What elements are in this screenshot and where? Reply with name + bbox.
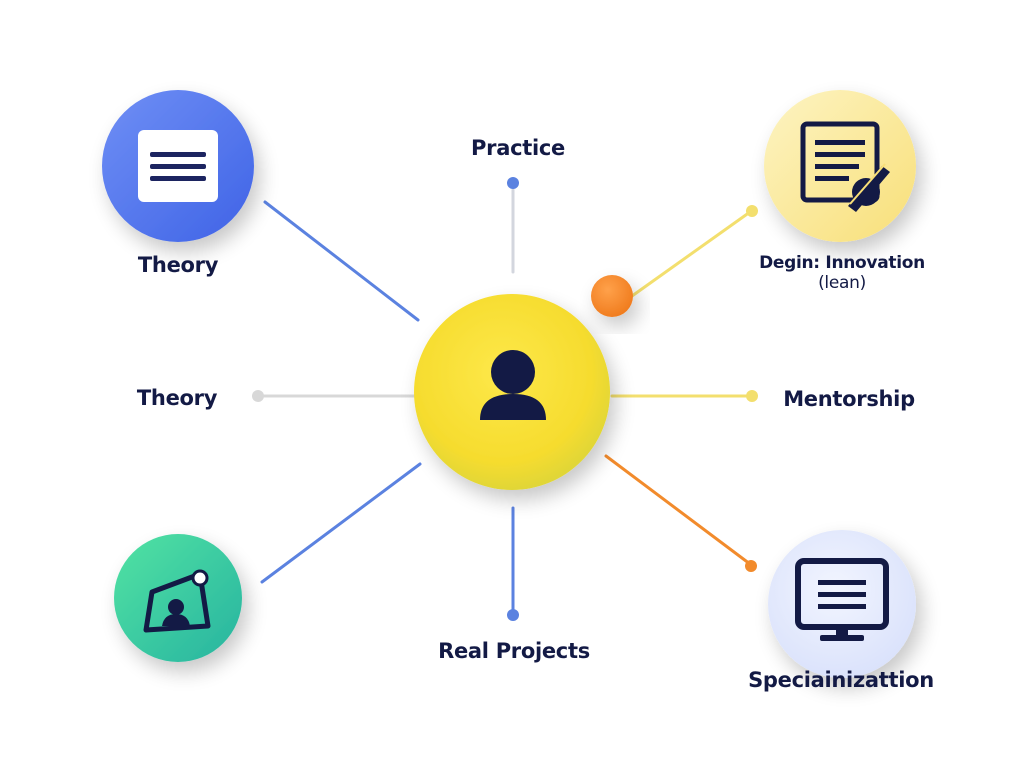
- connector-theory-top: [263, 200, 420, 322]
- dot-real-projects: [507, 609, 519, 621]
- dot-design: [746, 205, 758, 217]
- design-label-line1: Degin: Innovation: [759, 253, 925, 273]
- practice-label: Practice: [471, 136, 565, 160]
- theory-top-label: Theory: [137, 253, 219, 277]
- dot-mentorship: [746, 390, 758, 402]
- monitor-icon: [795, 558, 889, 641]
- framed-portrait-icon: [143, 569, 211, 633]
- theory-left-label: Theory: [136, 386, 218, 410]
- dot-practice: [507, 177, 519, 189]
- orange-accent-dot: [591, 275, 633, 317]
- specialization-label: Speciainizattion: [748, 668, 934, 692]
- person-icon: [480, 350, 546, 420]
- mentorship-label: Mentorship: [783, 387, 915, 411]
- design-label-line2: (lean): [818, 273, 866, 293]
- connector-green: [260, 462, 422, 584]
- connector-design: [630, 210, 752, 298]
- connectors: [260, 188, 752, 612]
- green-node[interactable]: [114, 534, 242, 662]
- real-projects-label: Real Projects: [438, 639, 590, 663]
- document-lines-icon: [138, 130, 218, 202]
- connector-specialization: [604, 454, 752, 566]
- endpoint-dots: [252, 177, 758, 621]
- document-edit-icon: [800, 121, 890, 212]
- dot-specialization: [745, 560, 757, 572]
- dot-theory-left: [252, 390, 264, 402]
